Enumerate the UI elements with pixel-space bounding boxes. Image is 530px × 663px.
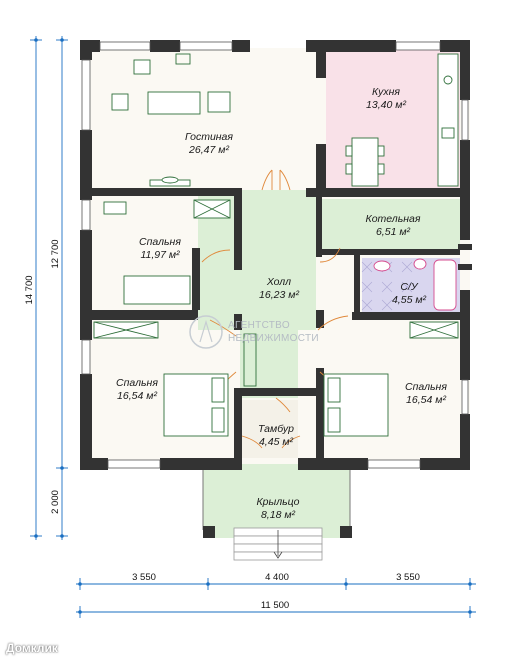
dimension-labels: 3 550 4 400 3 550 11 500 14 700 12 700 2… (24, 239, 420, 611)
room-name-bedroom-3: Спальня (405, 381, 447, 393)
room-name-kitchen: Кухня (372, 86, 400, 98)
furniture (93, 53, 459, 437)
dim-bottom-total: 11 500 (261, 600, 289, 611)
room-labels: Гостиная 26,47 м² Кухня 13,40 м² Котельн… (116, 86, 447, 521)
dim-bottom-left: 3 550 (132, 572, 156, 583)
room-name-porch: Крыльцо (256, 496, 299, 508)
dim-bottom-right: 3 550 (396, 572, 420, 583)
walls (80, 40, 472, 470)
watermark: АГЕНТСТВО НЕДВИЖИМОСТИ (189, 315, 319, 349)
porch (202, 470, 352, 561)
hall-floor (198, 190, 316, 398)
room-area-bedroom-3: 16,54 м² (406, 394, 446, 406)
room-area-hall: 16,23 м² (259, 289, 299, 301)
room-name-hall: Холл (266, 276, 291, 288)
dim-left-total: 14 700 (24, 275, 35, 304)
room-area-bathroom: 4,55 м² (392, 294, 427, 306)
porch-floor (203, 464, 350, 538)
dim-left-house: 12 700 (50, 239, 61, 268)
room-name-bedroom-1: Спальня (139, 236, 181, 248)
room-area-porch: 8,18 м² (261, 509, 296, 521)
watermark-logo-icon (189, 315, 223, 349)
room-area-bedroom-1: 11,97 м² (140, 249, 180, 261)
dim-left-porch: 2 000 (50, 490, 61, 514)
dim-bottom-center: 4 400 (265, 572, 289, 583)
room-area-bedroom-2: 16,54 м² (117, 390, 157, 402)
watermark-line-1: АГЕНТСТВО (228, 320, 290, 331)
dimension-lines (30, 36, 476, 618)
bathroom-fixtures (373, 258, 457, 311)
dimension-ticks (34, 38, 472, 614)
room-area-kitchen: 13,40 м² (366, 99, 406, 111)
room-area-vestibule: 4,45 м² (259, 436, 294, 448)
windows (81, 41, 469, 469)
room-name-bathroom: С/У (400, 281, 419, 293)
room-area-boiler: 6,51 м² (376, 226, 411, 238)
room-name-living: Гостиная (185, 131, 233, 143)
room-name-boiler: Котельная (366, 213, 421, 225)
watermark-line-2: НЕДВИЖИМОСТИ (228, 333, 319, 344)
room-name-bedroom-2: Спальня (116, 377, 158, 389)
room-area-living: 26,47 м² (188, 144, 229, 156)
room-name-vestibule: Тамбур (258, 423, 294, 435)
boiler-room-floor (322, 199, 460, 249)
brand-logo: Домклик (6, 641, 58, 655)
